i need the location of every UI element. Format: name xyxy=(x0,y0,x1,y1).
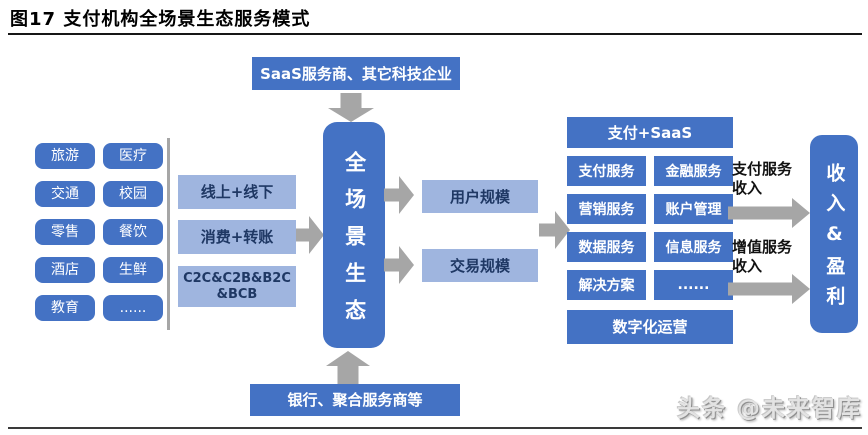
channel-box-consume-transfer: 消费+转账 xyxy=(178,220,296,254)
arrow-right-icon xyxy=(539,211,570,249)
full-scenario-ecosystem-box: 全场景生态 xyxy=(323,122,385,348)
service-box-solutions: 解决方案 xyxy=(567,270,646,300)
service-box-information: 信息服务 xyxy=(654,232,733,262)
saas-providers-box: SaaS服务商、其它科技企业 xyxy=(252,57,460,90)
scene-grid: 旅游 医疗 交通 校园 零售 餐饮 酒店 生鲜 教育 ...... xyxy=(35,143,163,321)
arrow-down-icon xyxy=(328,93,374,122)
service-box-data: 数据服务 xyxy=(567,232,646,262)
scene-box-medical: 医疗 xyxy=(103,143,163,169)
payment-service-income-label: 支付服务 收入 xyxy=(732,160,793,197)
arrow-right-icon xyxy=(384,176,414,214)
scene-box-catering: 餐饮 xyxy=(103,219,163,245)
figure-title: 图17 支付机构全场景生态服务模式 xyxy=(10,9,311,30)
user-scale-box: 用户规模 xyxy=(422,180,538,213)
scene-box-hotel: 酒店 xyxy=(35,257,95,283)
services-grid: 支付服务 金融服务 营销服务 账户管理 数据服务 信息服务 解决方案 .....… xyxy=(567,156,733,300)
scene-box-travel: 旅游 xyxy=(35,143,95,169)
service-box-account: 账户管理 xyxy=(654,194,733,224)
full-scenario-ecosystem-label: 全场景生态 xyxy=(342,150,367,336)
service-box-finance: 金融服务 xyxy=(654,156,733,186)
scene-box-education: 教育 xyxy=(35,295,95,321)
transaction-scale-box: 交易规模 xyxy=(422,249,538,282)
scene-box-retail: 零售 xyxy=(35,219,95,245)
arrow-right-icon xyxy=(728,198,810,228)
service-box-payment: 支付服务 xyxy=(567,156,646,186)
service-box-marketing: 营销服务 xyxy=(567,194,646,224)
arrow-right-icon xyxy=(728,274,810,304)
watermark-text: 头条 @未来智库 xyxy=(676,396,862,422)
income-profit-label: 收入&盈利 xyxy=(823,163,846,316)
income-profit-box: 收入&盈利 xyxy=(810,135,858,333)
vertical-divider xyxy=(167,138,170,330)
digital-operation-box: 数字化运营 xyxy=(567,310,733,344)
scene-box-more: ...... xyxy=(103,295,163,321)
arrow-right-icon xyxy=(384,246,414,284)
service-box-more: ...... xyxy=(654,270,733,300)
payment-saas-box: 支付+SaaS xyxy=(567,117,733,148)
scene-box-fresh: 生鲜 xyxy=(103,257,163,283)
channel-box-online-offline: 线上+线下 xyxy=(178,175,296,209)
value-added-income-label: 增值服务 收入 xyxy=(732,238,793,275)
arrow-right-icon xyxy=(296,216,324,254)
banks-aggregators-box: 银行、聚合服务商等 xyxy=(250,384,460,416)
scene-box-transport: 交通 xyxy=(35,181,95,207)
channel-box-c2c-c2b-b2c-bcb: C2C&C2B&B2C &BCB xyxy=(178,266,296,307)
bottom-rule xyxy=(8,427,862,429)
arrow-up-icon xyxy=(325,351,370,384)
scene-box-campus: 校园 xyxy=(103,181,163,207)
title-underline xyxy=(8,33,862,35)
